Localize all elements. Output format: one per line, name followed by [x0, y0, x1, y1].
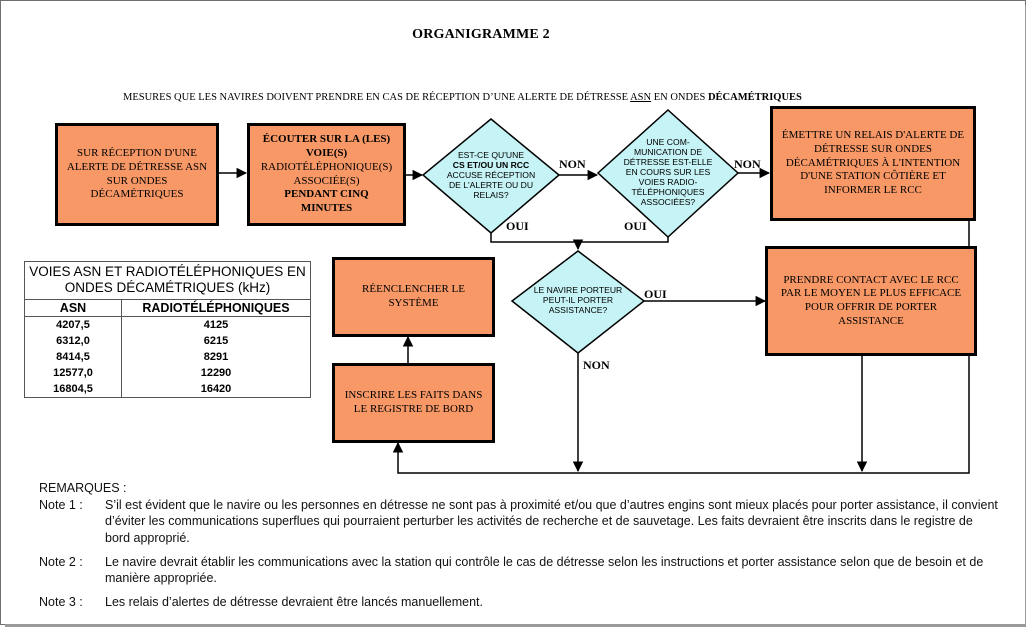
label-oui-3: OUI — [644, 287, 667, 301]
line-oui-merge — [490, 233, 669, 243]
voies-header-row: ASN RADIOTÉLÉPHONIQUES — [25, 300, 310, 318]
box-contact: PRENDRE CONTACT AVEC LE RCC PAR LE MOYEN… — [765, 246, 977, 356]
asn-cell: 12577,0 — [25, 365, 122, 382]
radio-cell: 8291 — [203, 351, 229, 364]
subtitle-asn: ASN — [630, 92, 652, 103]
asn-cell: 16804,5 — [25, 381, 122, 398]
label-non-1: NON — [559, 157, 586, 171]
label-oui-1: OUI — [506, 219, 529, 233]
note-3: Note 3 : Les relais d’alertes de détress… — [39, 594, 999, 610]
box-ecouter: ÉCOUTER SUR LA (LES) VOIE(S) RADIOTÉLÉPH… — [247, 123, 406, 226]
page-title: ORGANIGRAMME 2 — [412, 27, 550, 42]
radio-cell: 16420 — [200, 383, 232, 396]
diagram-subtitle: MESURES QUE LES NAVIRES DOIVENT PRENDRE … — [123, 92, 802, 103]
table-row: 12577,0 12290 — [25, 365, 310, 382]
note-2: Note 2 : Le navire devrait établir les c… — [39, 554, 999, 587]
radio-cell: 6215 — [203, 335, 229, 348]
remarks-heading: REMARQUES : — [39, 481, 127, 495]
note-text: Le navire devrait établir les communicat… — [105, 554, 984, 585]
diamond-cs-rcc-line-b: CS ET/OU UN RCC — [452, 160, 530, 171]
table-row: 16804,5 16420 — [25, 381, 310, 398]
diamond-porteur-text: LE NAVIRE PORTEUR PEUT-IL PORTER ASSISTA… — [533, 285, 623, 315]
box-emettre: ÉMETTRE UN RELAIS D'ALERTE DE DÉTRESSE S… — [770, 106, 976, 221]
ecouter-line-c: PENDANT CINQ MINUTES — [284, 188, 369, 214]
note-label: Note 3 : — [39, 595, 83, 610]
table-row: 8414,5 8291 — [25, 349, 310, 366]
box-reception: SUR RÉCEPTION D'UNE ALERTE DE DÉTRESSE A… — [55, 123, 219, 226]
box-reenclencher: RÉENCLENCHER LE SYSTÈME — [332, 257, 495, 337]
subtitle-bold: DÉCAMÉTRIQUES — [707, 92, 802, 103]
radio-cell: 4125 — [203, 319, 229, 332]
voies-table: VOIES ASN ET RADIOTÉLÉPHONIQUES EN ONDES… — [24, 261, 311, 399]
diamond-communication-text: UNE COM-MUNICATION DE DÉTRESSE EST-ELLE … — [623, 137, 713, 207]
label-non-2: NON — [734, 157, 761, 171]
asn-cell: 8414,5 — [25, 349, 122, 366]
radio-cell: 12290 — [200, 367, 232, 380]
ecouter-line-a: ÉCOUTER SUR LA (LES) VOIE(S) — [262, 133, 391, 159]
note-1: Note 1 : S’il est évident que le navire … — [39, 497, 999, 546]
table-row: 6312,0 6215 — [25, 333, 310, 350]
note-label: Note 1 : — [39, 498, 83, 512]
voies-col-radio: RADIOTÉLÉPHONIQUES — [121, 300, 310, 318]
diamond-cs-rcc-line-a: EST-CE QU'UNE — [457, 150, 525, 161]
note-label: Note 2 : — [39, 554, 83, 569]
label-non-3: NON — [583, 358, 610, 372]
box-inscrire: INSCRIRE LES FAITS DANS LE REGISTRE DE B… — [332, 363, 495, 443]
remarks-section: REMARQUES : Note 1 : S’il est évident qu… — [39, 481, 999, 619]
label-oui-2: OUI — [624, 219, 647, 233]
diamond-cs-rcc-text: EST-CE QU'UNE CS ET/OU UN RCC ACCUSE RÉC… — [441, 139, 541, 213]
asn-cell: 6312,0 — [25, 333, 122, 350]
asn-cell: 4207,5 — [25, 316, 122, 334]
ecouter-line-b: RADIOTÉLÉPHONIQUE(S) ASSOCIÉE(S) — [260, 160, 393, 187]
subtitle-part1: MESURES QUE LES NAVIRES DOIVENT PRENDRE … — [123, 92, 631, 103]
table-row: 4207,5 4125 — [25, 316, 310, 334]
note-text: Les relais d’alertes de détresse devraie… — [105, 595, 483, 610]
subtitle-part2: EN ONDES — [651, 92, 708, 103]
voies-grid: ASN RADIOTÉLÉPHONIQUES 4207,5 4125 6312,0… — [25, 300, 310, 398]
voies-col-asn: ASN — [25, 300, 122, 318]
diamond-cs-rcc-line-c: ACCUSE RÉCEPTION DE L'ALERTE OU DU RELAI… — [446, 170, 536, 200]
note-text: S’il est évident que le navire ou les pe… — [105, 498, 998, 545]
voies-heading: VOIES ASN ET RADIOTÉLÉPHONIQUES EN ONDES… — [25, 262, 310, 301]
